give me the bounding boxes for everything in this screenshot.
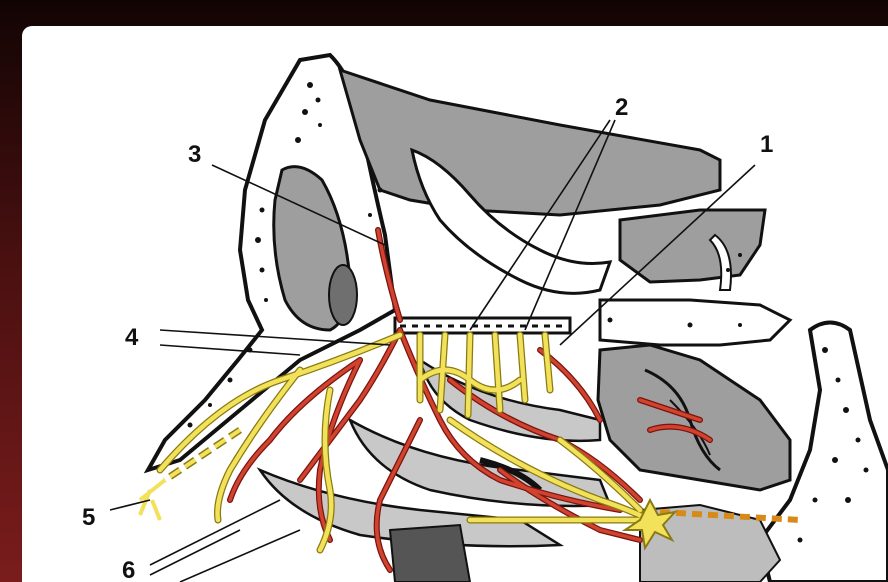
label-2: 2 <box>615 94 628 121</box>
sphenoid-body <box>600 300 790 345</box>
label-5: 5 <box>82 504 95 531</box>
label-4: 4 <box>125 324 139 351</box>
nasal-cavity-illustration: 1 2 3 4 5 6 <box>22 26 888 582</box>
label-3: 3 <box>188 141 201 168</box>
label-6: 6 <box>122 557 135 582</box>
anterior-cranial-fossa <box>340 70 720 215</box>
cribriform-plate <box>395 318 570 333</box>
sphenoid-sinus-upper <box>620 210 765 282</box>
illustration-canvas: 1 2 3 4 5 6 <box>22 26 888 582</box>
label-1: 1 <box>760 131 773 158</box>
